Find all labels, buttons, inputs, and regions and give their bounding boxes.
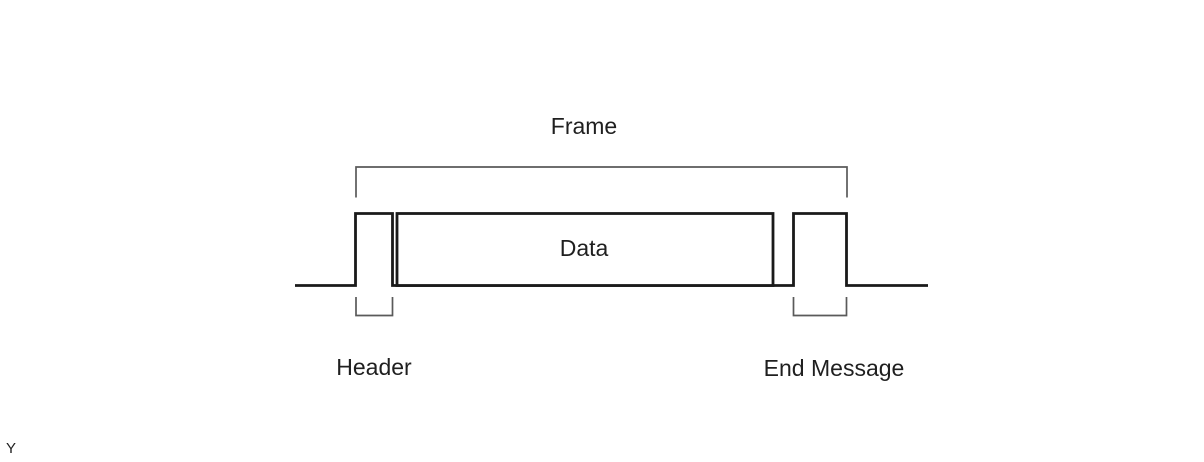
data-label: Data [559,235,609,261]
header-measure-bracket [355,297,394,317]
corner-mark: Y [6,440,17,457]
end-message-label: End Message [763,355,905,381]
frame-extent-bracket [355,166,848,198]
frame-label: Frame [550,113,618,139]
header-label: Header [336,354,412,380]
end-message-measure-bracket [792,297,848,317]
data-box [395,212,775,287]
